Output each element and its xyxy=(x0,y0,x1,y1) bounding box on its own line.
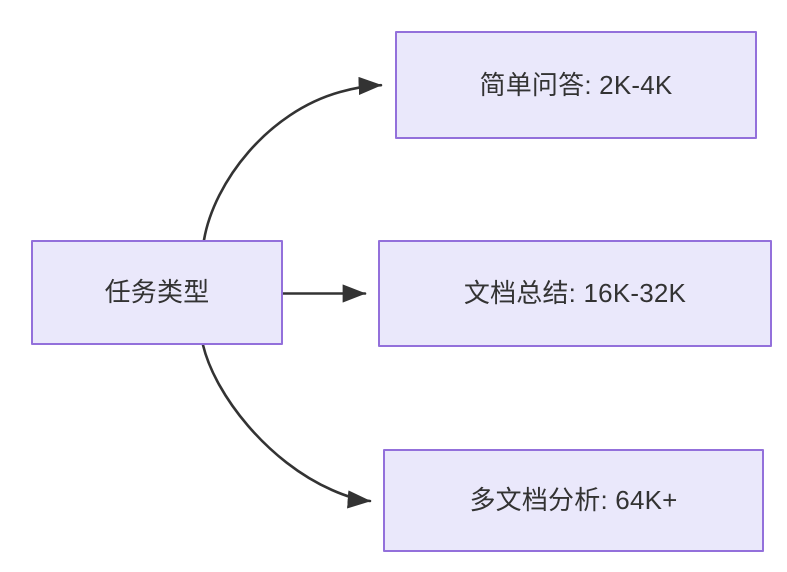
node-doc-summary-label: 文档总结: 16K-32K xyxy=(463,278,687,309)
node-multi-doc-analysis[interactable]: 多文档分析: 64K+ xyxy=(383,449,764,552)
node-task-type[interactable]: 任务类型 xyxy=(31,240,283,345)
node-simple-qa[interactable]: 简单问答: 2K-4K xyxy=(395,31,757,139)
node-simple-qa-label: 简单问答: 2K-4K xyxy=(479,69,673,100)
node-doc-summary[interactable]: 文档总结: 16K-32K xyxy=(378,240,772,347)
edge-root-to-multi-doc xyxy=(201,343,372,509)
node-multi-doc-analysis-label: 多文档分析: 64K+ xyxy=(469,485,678,516)
node-task-type-label: 任务类型 xyxy=(104,277,210,308)
edge-root-to-simple-qa xyxy=(202,76,383,242)
